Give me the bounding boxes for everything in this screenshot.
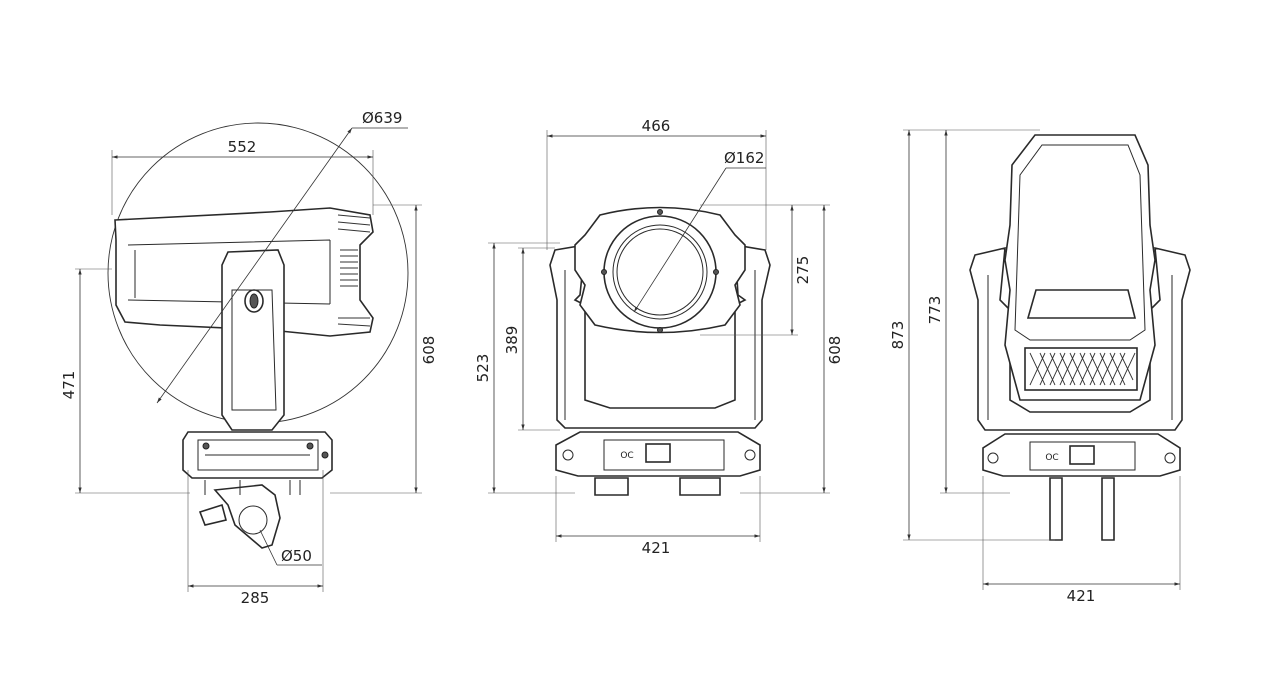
side-clamp	[213, 484, 281, 549]
front-base-width: 421	[642, 539, 671, 557]
rear-head-height: 773	[926, 296, 944, 325]
side-total-height: 608	[420, 336, 438, 365]
rear-base-width: 421	[1067, 587, 1096, 605]
front-head-width: 466	[642, 117, 671, 135]
front-lens-to-top: 275	[794, 256, 812, 285]
front-yoke-height: 389	[503, 326, 521, 355]
rear-head	[1004, 134, 1156, 401]
side-head-length: 552	[228, 138, 257, 156]
side-base-width: 285	[241, 589, 270, 607]
front-body-height: 523	[474, 354, 492, 383]
side-view: 552 Ø639 471 608 Ø50 285	[60, 109, 438, 607]
side-swing-diameter: Ø639	[362, 109, 402, 127]
front-total-height: 608	[826, 336, 844, 365]
side-clamp-diameter: Ø50	[281, 547, 312, 565]
side-yoke-arm	[221, 249, 285, 431]
front-logo: OC	[620, 451, 633, 461]
front-lens-diameter: Ø162	[724, 149, 764, 167]
rear-logo: OC	[1045, 453, 1058, 463]
side-clamp-height: 471	[60, 371, 78, 400]
front-view: OC 466 Ø162 275 608 389 523 421	[474, 117, 844, 557]
rear-total-height: 873	[889, 321, 907, 350]
rear-view: OC 873 773 421	[889, 129, 1191, 605]
